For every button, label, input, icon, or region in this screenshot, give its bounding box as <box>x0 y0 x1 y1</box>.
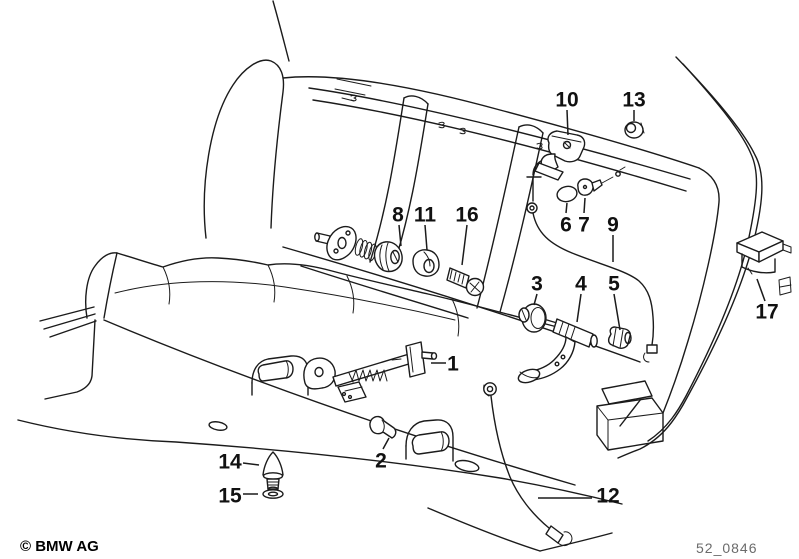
leader-line-7 <box>583 197 586 214</box>
seat-back <box>203 59 720 414</box>
release-lever-parts-3-4-5 <box>517 303 632 384</box>
leader-line-11 <box>424 224 428 251</box>
leader-line-14 <box>242 462 260 466</box>
hinge-parts-10-13-6-7 <box>534 121 645 203</box>
callout-10[interactable]: 10 <box>555 89 578 112</box>
callout-12[interactable]: 12 <box>596 485 619 508</box>
callout-9[interactable]: 9 <box>607 214 619 237</box>
lower-trim-panel <box>208 355 664 473</box>
leader-line-16 <box>461 224 468 266</box>
leader-line-4 <box>576 293 582 323</box>
callout-17[interactable]: 17 <box>755 301 778 324</box>
callout-4[interactable]: 4 <box>575 273 587 296</box>
callout-11[interactable]: 11 <box>414 204 437 227</box>
striker-part-17 <box>736 231 792 275</box>
drawing-number-label: 52_0846 <box>696 540 758 556</box>
copyright-label: © BMW AG <box>20 538 99 555</box>
leader-line-17 <box>756 278 766 302</box>
callout-13[interactable]: 13 <box>622 89 645 112</box>
callout-15[interactable]: 15 <box>218 485 242 508</box>
callout-14[interactable]: 14 <box>218 451 242 474</box>
leader-line-3 <box>533 293 538 306</box>
leader-line-6 <box>565 202 568 214</box>
latch-parts-1-2 <box>332 341 438 439</box>
callout-16[interactable]: 16 <box>455 204 478 227</box>
leader-line-8 <box>398 224 402 247</box>
callout-7[interactable]: 7 <box>578 214 590 237</box>
leader-line-5 <box>613 293 621 331</box>
bowden-cable-part-9 <box>526 160 658 363</box>
callout-6[interactable]: 6 <box>560 214 572 237</box>
leader-line-10 <box>566 109 569 136</box>
strap-cable-part-12 <box>483 382 573 547</box>
callout-2[interactable]: 2 <box>375 450 387 473</box>
callout-1[interactable]: 1 <box>447 353 459 376</box>
callout-5[interactable]: 5 <box>608 273 620 296</box>
plug-parts-14-15 <box>262 451 284 499</box>
callout-8[interactable]: 8 <box>392 204 404 227</box>
leader-line-2 <box>382 437 390 450</box>
body-outline <box>39 0 792 552</box>
backrest-lock-parts-8-11-16 <box>314 225 485 297</box>
callout-3[interactable]: 3 <box>531 273 543 296</box>
